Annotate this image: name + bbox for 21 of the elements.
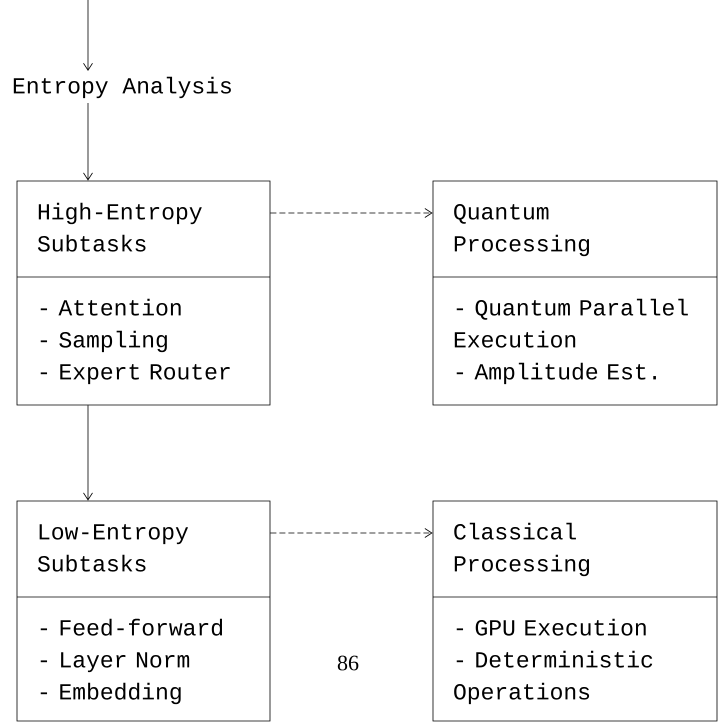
arrow [83, 102, 93, 181]
list-item: - Amplitude Est. [456, 362, 656, 384]
box-heading: Classical Processing [454, 522, 590, 576]
arrow [83, 0, 93, 71]
arrow [270, 208, 433, 218]
list-item: - Feed-forward [40, 618, 222, 636]
arrow [83, 405, 93, 501]
box-heading: High-Entropy Subtasks [38, 202, 202, 252]
arrow [270, 528, 433, 538]
list-item: - Embedding [40, 682, 181, 704]
list-item: - Expert Router [40, 364, 230, 384]
step-label: Entropy Analysis [14, 76, 231, 98]
list-item: - Attention [40, 298, 181, 316]
list-item: - Sampling [40, 330, 167, 352]
list-item: - GPU Execution [456, 618, 646, 636]
page-number: 86 [338, 656, 358, 670]
box-heading: Quantum Processing [454, 204, 590, 256]
list-item: - Quantum Parallel Execution [454, 298, 688, 348]
list-item: - Layer Norm [40, 652, 190, 672]
list-item: - Deterministic Operations [454, 650, 652, 704]
box-heading: Low-Entropy Subtasks [38, 524, 188, 572]
